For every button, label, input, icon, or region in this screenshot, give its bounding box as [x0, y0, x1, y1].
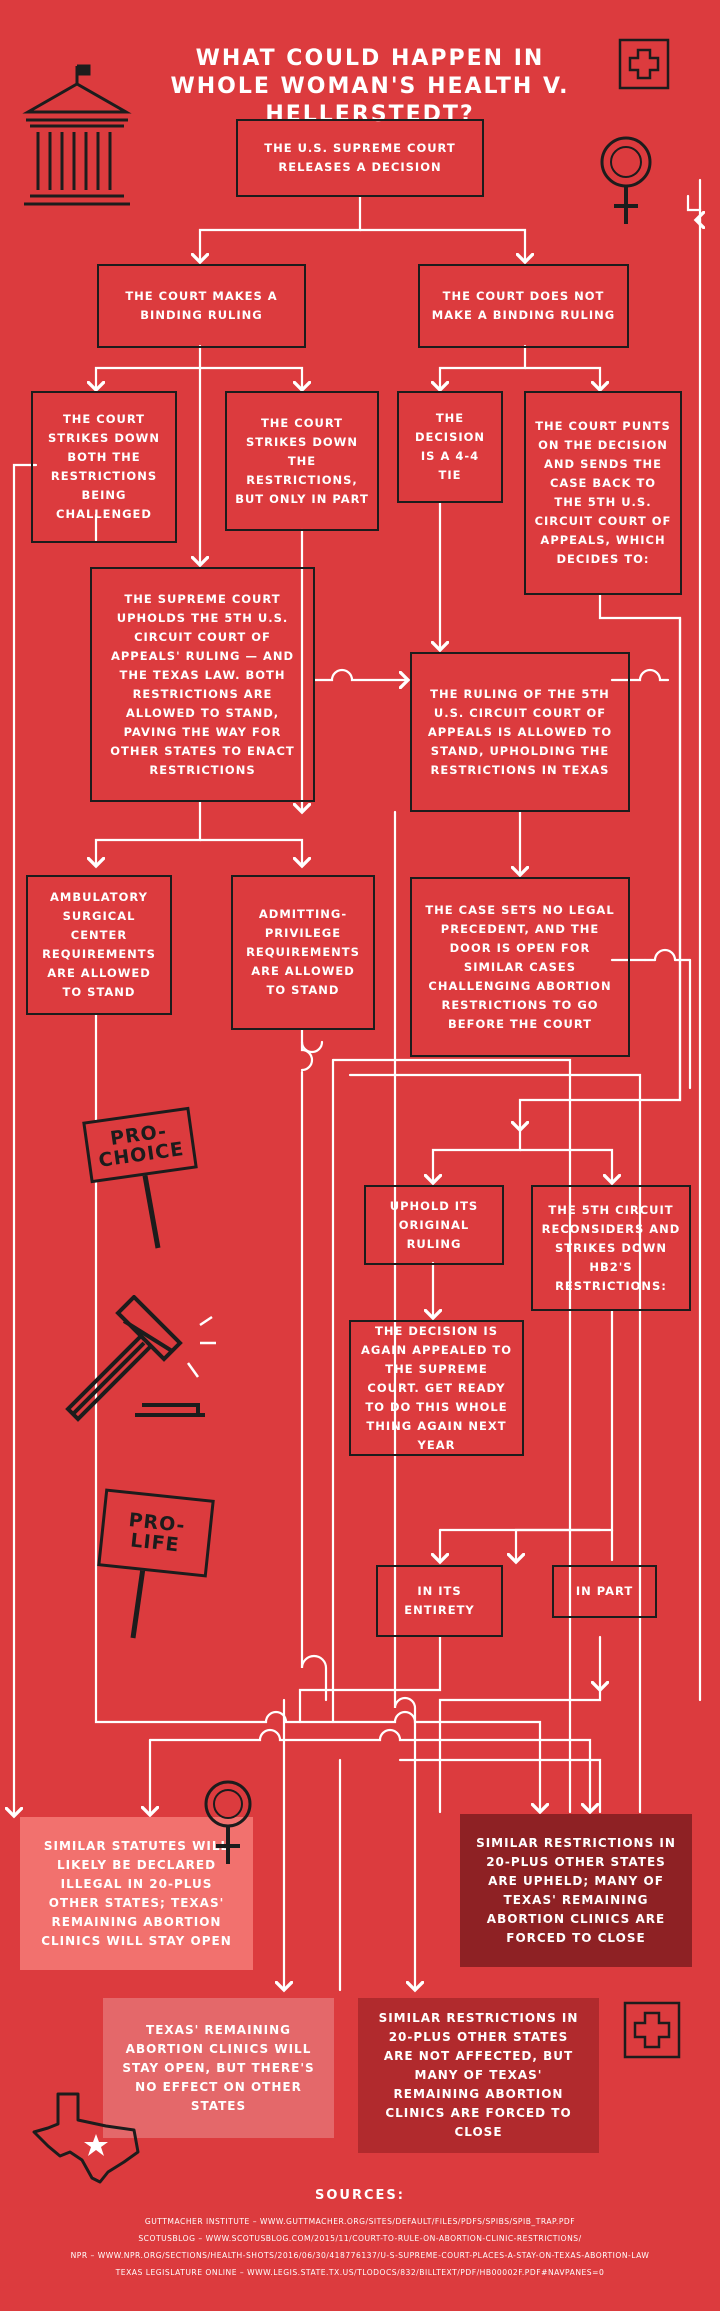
- sources-section: SOURCES: GUTTMACHER INSTITUTE – WWW.GUTT…: [40, 2188, 680, 2281]
- pro-choice-sign: PRO-CHOICE: [82, 1106, 202, 1260]
- outcome-restrictions-upheld: SIMILAR RESTRICTIONS IN 20-PLUS OTHER ST…: [460, 1814, 692, 1967]
- node-in-its-entirety: IN ITS ENTIRETY: [376, 1565, 503, 1637]
- source-item[interactable]: NPR – WWW.NPR.ORG/SECTIONS/HEALTH-SHOTS/…: [70, 2251, 650, 2260]
- node-uphold-original: UPHOLD ITS ORIGINAL RULING: [364, 1185, 504, 1265]
- sign-post-icon: [130, 1567, 146, 1639]
- node-punts: THE COURT PUNTS ON THE DECISION AND SEND…: [524, 391, 682, 595]
- node-strikes-both: THE COURT STRIKES DOWN BOTH THE RESTRICT…: [31, 391, 177, 543]
- medical-cross-icon: [618, 38, 670, 90]
- source-item[interactable]: GUTTMACHER INSTITUTE – WWW.GUTTMACHER.OR…: [144, 2217, 576, 2226]
- gavel-icon: [65, 1295, 216, 1422]
- page-title: WHAT COULD HAPPEN IN WHOLE WOMAN'S HEALT…: [170, 45, 570, 127]
- female-symbol-icon: [204, 1780, 252, 1864]
- node-start: THE U.S. SUPREME COURT RELEASES A DECISI…: [236, 119, 484, 197]
- pro-life-sign-label: PRO-LIFE: [97, 1488, 215, 1578]
- medical-cross-icon: [623, 2001, 681, 2059]
- node-fifth-ruling-stands: THE RULING OF THE 5TH U.S. CIRCUIT COURT…: [410, 652, 630, 812]
- node-non-binding-ruling: THE COURT DOES NOT MAKE A BINDING RULING: [418, 264, 629, 348]
- outcome-restrictions-not-affected: SIMILAR RESTRICTIONS IN 20-PLUS OTHER ST…: [358, 1998, 599, 2153]
- node-strikes-part: THE COURT STRIKES DOWN THE RESTRICTIONS,…: [225, 391, 379, 531]
- node-binding-ruling: THE COURT MAKES A BINDING RULING: [97, 264, 306, 348]
- courthouse-icon: [22, 64, 132, 206]
- sources-heading: SOURCES:: [315, 2188, 405, 2203]
- node-no-precedent: THE CASE SETS NO LEGAL PRECEDENT, AND TH…: [410, 877, 630, 1057]
- node-ambulatory: AMBULATORY SURGICAL CENTER REQUIREMENTS …: [26, 875, 172, 1015]
- sign-post-icon: [141, 1169, 161, 1249]
- pro-life-sign: PRO-LIFE: [95, 1488, 225, 1648]
- node-upholds-law: THE SUPREME COURT UPHOLDS THE 5TH U.S. C…: [90, 567, 315, 802]
- source-item[interactable]: TEXAS LEGISLATURE ONLINE – WWW.LEGIS.STA…: [115, 2268, 605, 2277]
- texas-map-icon: [32, 2092, 140, 2184]
- female-symbol-icon: [600, 136, 652, 224]
- node-admitting: ADMITTING-PRIVILEGE REQUIREMENTS ARE ALL…: [231, 875, 375, 1030]
- source-item[interactable]: SCOTUSBLOG – WWW.SCOTUSBLOG.COM/2015/11/…: [138, 2234, 582, 2243]
- node-tie: THE DECISION IS A 4-4 TIE: [397, 391, 503, 503]
- outcome-statutes-illegal: SIMILAR STATUTES WILL LIKELY BE DECLARED…: [20, 1817, 253, 1970]
- node-appealed: THE DECISION IS AGAIN APPEALED TO THE SU…: [349, 1320, 524, 1456]
- outcome-clinics-stay-open: TEXAS' REMAINING ABORTION CLINICS WILL S…: [103, 1998, 334, 2138]
- node-in-part: IN PART: [552, 1565, 657, 1618]
- node-reconsiders: THE 5TH CIRCUIT RECONSIDERS AND STRIKES …: [531, 1185, 691, 1311]
